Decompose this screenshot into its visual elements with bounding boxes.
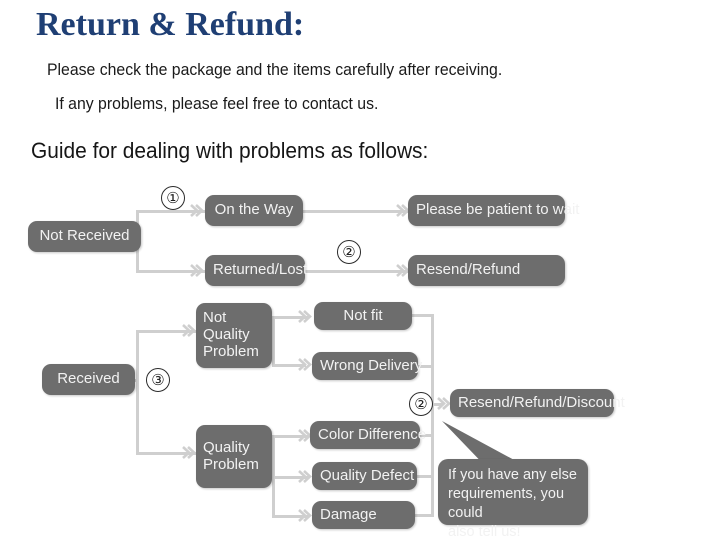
node-quality-problem[interactable]: Quality Problem <box>196 425 272 488</box>
connector-quality-to-qualitydefect-h <box>272 476 308 479</box>
callout-additional-requirements: If you have any else requirements, you c… <box>438 459 588 540</box>
node-not-quality-problem-line2: Quality <box>203 326 250 344</box>
connector-received-to-qualityproblem <box>136 452 198 455</box>
arrow-icon-to-not-quality-problem <box>182 323 196 338</box>
instruction-line-1: Please check the package and the items c… <box>47 60 503 79</box>
node-color-difference[interactable]: Color Difference <box>310 421 426 449</box>
node-not-fit[interactable]: Not fit <box>314 302 412 330</box>
node-damage[interactable]: Damage <box>312 501 415 529</box>
marker-two-top: ② <box>337 240 361 264</box>
arrow-icon-to-quality-defect <box>298 469 312 484</box>
node-resend-refund[interactable]: Resend/Refund <box>408 255 565 286</box>
connector-quality-to-damage-h <box>272 515 308 518</box>
arrow-icon-to-resend-refund-discount <box>437 396 451 411</box>
node-not-quality-problem[interactable]: Not Quality Problem <box>196 303 272 368</box>
connector-collector-to-resend-discount <box>431 403 443 406</box>
connector-colordifference-collect <box>420 434 434 437</box>
node-quality-problem-line1: Quality <box>203 438 250 456</box>
node-not-quality-problem-line1: Not <box>203 309 227 327</box>
page-title: Return & Refund: <box>36 6 305 43</box>
connector-received-vertical <box>136 330 139 455</box>
callout-line-2: requirements, you could <box>448 485 565 521</box>
connector-notfit-collect <box>412 314 434 317</box>
connector-notreceived-to-ontheway-horizontal <box>136 210 206 213</box>
connector-qualitydefect-collect <box>417 475 434 478</box>
node-quality-problem-line2: Problem <box>203 455 259 473</box>
node-not-received[interactable]: Not Received <box>28 221 141 252</box>
node-returned-lost[interactable]: Returned/Lost <box>205 255 307 286</box>
connector-quality-to-colordifference-h <box>272 435 308 438</box>
instruction-line-2: If any problems, please feel free to con… <box>55 94 379 113</box>
arrow-icon-to-not-fit <box>298 309 312 324</box>
marker-two-bottom: ② <box>409 392 433 416</box>
marker-one: ① <box>161 186 185 210</box>
guide-heading: Guide for dealing with problems as follo… <box>31 138 429 163</box>
connector-wrongdelivery-collect <box>418 365 434 368</box>
connector-damage-collect <box>415 514 434 517</box>
connector-ontheway-to-pleasewait <box>303 210 408 213</box>
node-not-quality-problem-line3: Problem <box>203 342 259 360</box>
arrow-icon-to-damage <box>298 508 312 523</box>
arrow-icon-to-returned-lost <box>190 263 204 278</box>
marker-three: ③ <box>146 368 170 392</box>
node-please-be-patient-to-wait[interactable]: Please be patient to wait <box>408 195 579 226</box>
arrow-icon-to-quality-problem <box>182 445 196 460</box>
connector-returnedlost-to-resendrefund <box>305 270 408 273</box>
connector-received-to-notqualityproblem <box>136 330 198 333</box>
connector-collector-vertical <box>431 314 434 517</box>
node-received[interactable]: Received <box>42 364 135 395</box>
node-quality-defect[interactable]: Quality Defect <box>312 462 417 490</box>
callout-line-1: If you have any else <box>448 467 577 483</box>
node-wrong-delivery[interactable]: Wrong Delivery <box>312 352 422 380</box>
arrow-icon-to-wrong-delivery <box>298 357 312 372</box>
callout-line-3: also tell us! <box>448 523 521 540</box>
connector-notquality-to-notfit-h <box>272 316 308 319</box>
arrow-icon-to-on-the-way <box>190 203 204 218</box>
node-resend-refund-discount[interactable]: Resend/Refund/Discount <box>450 389 625 417</box>
node-on-the-way[interactable]: On the Way <box>205 195 303 226</box>
connector-notreceived-to-returnedlost-horizontal <box>136 270 206 273</box>
connector-notquality-split-vertical <box>272 316 275 366</box>
connector-notquality-to-wrongdelivery-h <box>272 364 306 367</box>
